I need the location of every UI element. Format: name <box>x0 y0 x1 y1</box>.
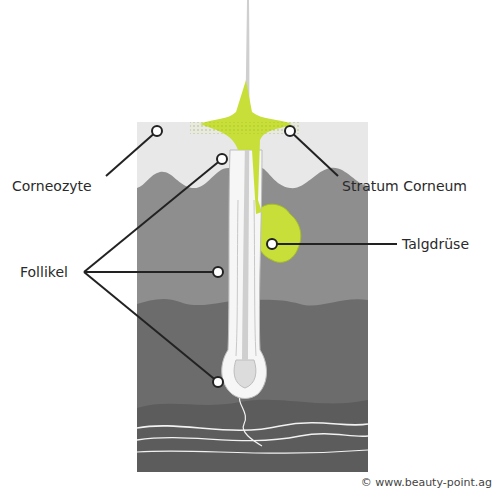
marker-dot <box>213 267 223 277</box>
leader-line <box>84 271 218 273</box>
watermark: © www.beauty-point.ag <box>361 476 492 489</box>
marker-dot <box>285 126 295 136</box>
marker-dot <box>217 154 227 164</box>
subcutis <box>137 400 368 472</box>
leader-line <box>290 131 338 176</box>
part-label: Corneozyte <box>12 178 92 194</box>
leader-line <box>272 243 397 245</box>
hair-bulb <box>234 360 256 388</box>
dermis <box>137 122 368 472</box>
marker-dots <box>152 126 295 387</box>
sebum-texture <box>190 122 300 134</box>
leader-lines <box>84 131 397 382</box>
part-label: Stratum Corneum <box>342 178 467 194</box>
leader-line <box>106 131 157 176</box>
sebaceous-gland <box>256 204 301 262</box>
leader-line <box>84 159 222 272</box>
hair-shaft <box>242 0 249 360</box>
fiber <box>137 450 368 453</box>
marker-dot <box>213 377 223 387</box>
leader-line <box>84 272 218 382</box>
fiber <box>137 423 368 430</box>
part-label: Talgdrüse <box>402 236 469 252</box>
marker-dot <box>267 239 277 249</box>
part-label: Follikel <box>20 264 68 280</box>
nerve <box>239 392 262 446</box>
marker-dot <box>152 126 162 136</box>
sebum <box>200 80 292 214</box>
